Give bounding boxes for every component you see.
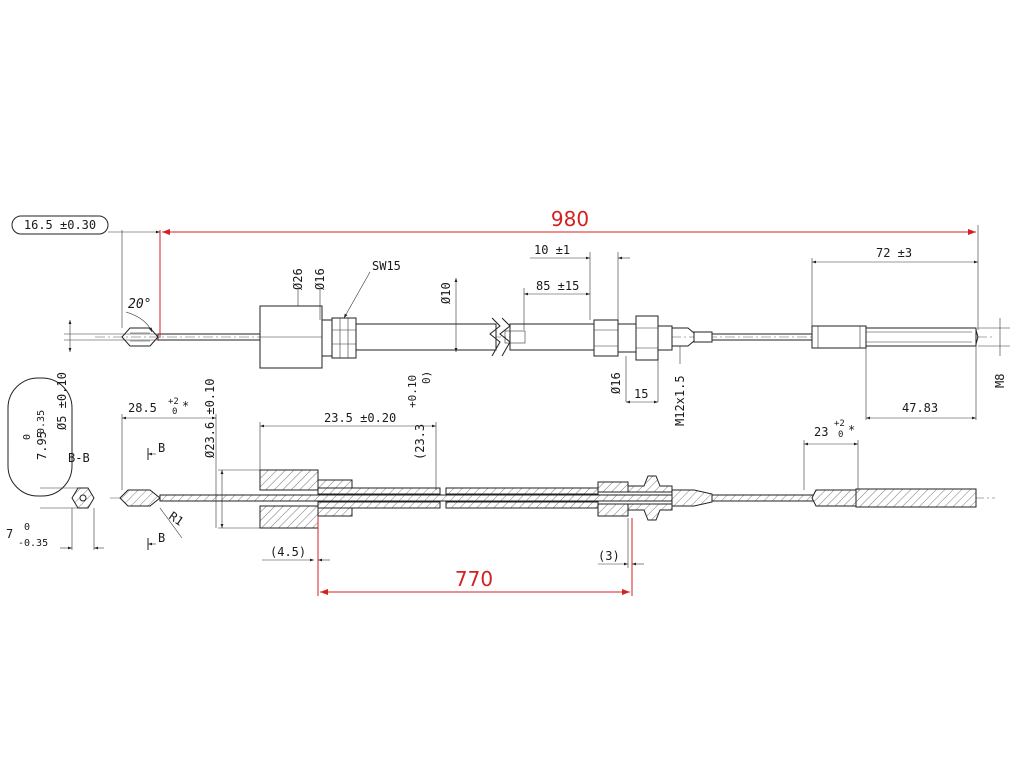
dim-23-5: 23.5 ±0.20 (324, 411, 396, 425)
dim-980: 980 (551, 207, 589, 231)
conduit-section-top (317, 487, 441, 495)
dim-28-5-tol-low: 0 (172, 407, 177, 417)
dim-m12: M12x1.5 (673, 375, 687, 426)
dim-28-5-tol: +2 (168, 397, 179, 407)
dim-7-lower: -0.35 (18, 538, 48, 549)
dim-23-3-tol-low: 0) (420, 371, 433, 384)
dim-sw15: SW15 (372, 259, 401, 273)
cut-mark-b-bottom: B (158, 531, 165, 545)
dim-7-95-box (7, 377, 73, 497)
threaded-rod-section (855, 488, 977, 508)
dim-16-5: 16.5 ±0.30 (24, 218, 96, 232)
dim-72-3: 72 ±3 (876, 246, 912, 260)
nut (635, 315, 659, 361)
conduit-left (355, 323, 497, 351)
fitting-section (597, 481, 629, 493)
threaded-rod-m8 (865, 327, 977, 347)
dim-23-tol-low: 0 (838, 430, 843, 440)
nut-section (627, 475, 673, 493)
dim-23-3: (23.3 (413, 424, 427, 460)
rod-collar-section (811, 489, 857, 507)
dim-10-1: 10 ±1 (534, 243, 570, 257)
dim-23: 23 (814, 425, 828, 439)
section-bb: 7.95 0 -0.35 B-B 7 0 -0.35 (6, 377, 104, 550)
dim-dia23-6: Ø23.6 ±0.10 (203, 379, 217, 458)
dim-770: 770 (455, 567, 493, 591)
dim-r1: R1 (166, 509, 186, 529)
fitting-dia16 (593, 319, 619, 357)
dim-23-star: * (848, 423, 855, 437)
dim-7-upper: 0 (24, 522, 30, 533)
dim-16-5-box (11, 215, 109, 235)
top-view: 980 16.5 ±0.30 20° Ø26 Ø16 SW15 Ø10 10 ±… (11, 207, 1010, 430)
dim-7-95-upper: 0 (22, 434, 33, 440)
dim-7-95: 7.95 (35, 431, 49, 460)
dim-23-tol: +2 (834, 419, 845, 429)
dim-15: 15 (634, 387, 648, 401)
dim-dia16-lower: Ø16 (609, 372, 623, 394)
dim-7: 7 (6, 527, 13, 541)
dim-m8: M8 (993, 374, 1007, 388)
dim-4-5: (4.5) (270, 545, 306, 559)
dim-23-3-tol: +0.10 (406, 375, 419, 408)
sleeve-section-top (259, 469, 319, 491)
dim-7-95-lower: -0.35 (36, 410, 47, 440)
rod-collar (811, 325, 867, 349)
dim-dia5: Ø5 ±0.10 (55, 372, 69, 430)
dim-85-15: 85 ±15 (536, 279, 579, 293)
conduit-right (509, 323, 595, 351)
section-label: B-B (68, 451, 90, 465)
dim-dia16-top: Ø16 (313, 268, 327, 290)
sleeve-section-bottom (259, 505, 319, 529)
dim-dia26: Ø26 (291, 268, 305, 290)
dim-28-5: 28.5 (128, 401, 157, 415)
inner-cable (159, 494, 861, 502)
cut-mark-b-top: B (158, 441, 165, 455)
dim-28-5-star: * (182, 399, 189, 413)
lower-left-tip (119, 489, 161, 507)
lower-view: B B R1 28.5 +2 0 * Ø23.6 ±0.10 23.5 ±0.2… (110, 371, 995, 596)
hex-sw15 (331, 317, 357, 359)
dim-angle-20: 20° (128, 297, 151, 312)
dim-dia10: Ø10 (439, 282, 453, 304)
wiper-section (671, 489, 713, 507)
break-mark (489, 317, 501, 357)
dim-47-83: 47.83 (902, 401, 938, 415)
conduit-section-bottom (317, 501, 441, 509)
dim-3: (3) (598, 549, 620, 563)
collar-dia16 (321, 319, 333, 357)
thread-m12 (617, 323, 637, 353)
